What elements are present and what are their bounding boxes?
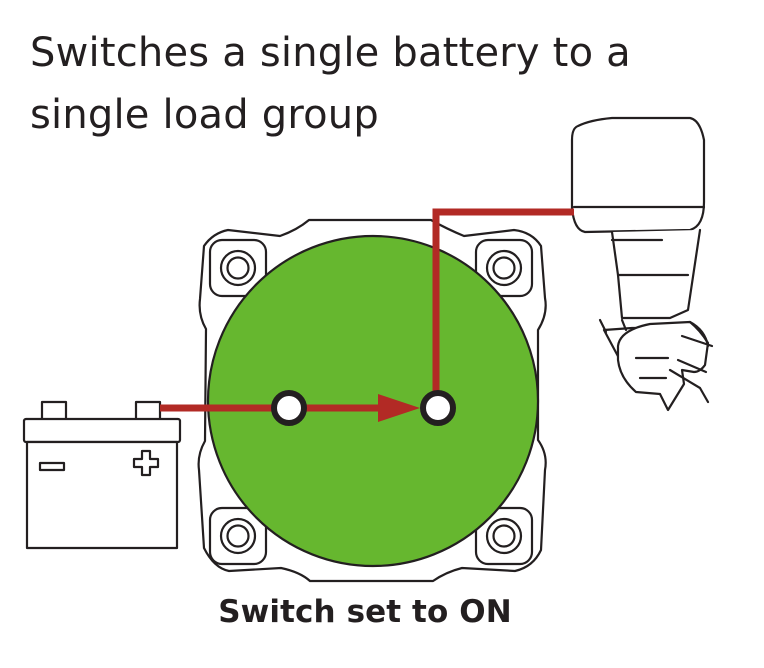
battery-terminal-icon: [271, 390, 307, 426]
arrow-icon: [378, 394, 420, 422]
battery-switch-icon: [197, 218, 547, 583]
outboard-motor-icon: [570, 116, 714, 412]
wiring: [160, 208, 574, 412]
load-terminal-icon: [420, 390, 456, 426]
switch-caption: Switch set to ON: [218, 594, 512, 630]
diagram-title: Switches a single battery to a single lo…: [30, 30, 631, 138]
battery-icon: [22, 400, 182, 550]
